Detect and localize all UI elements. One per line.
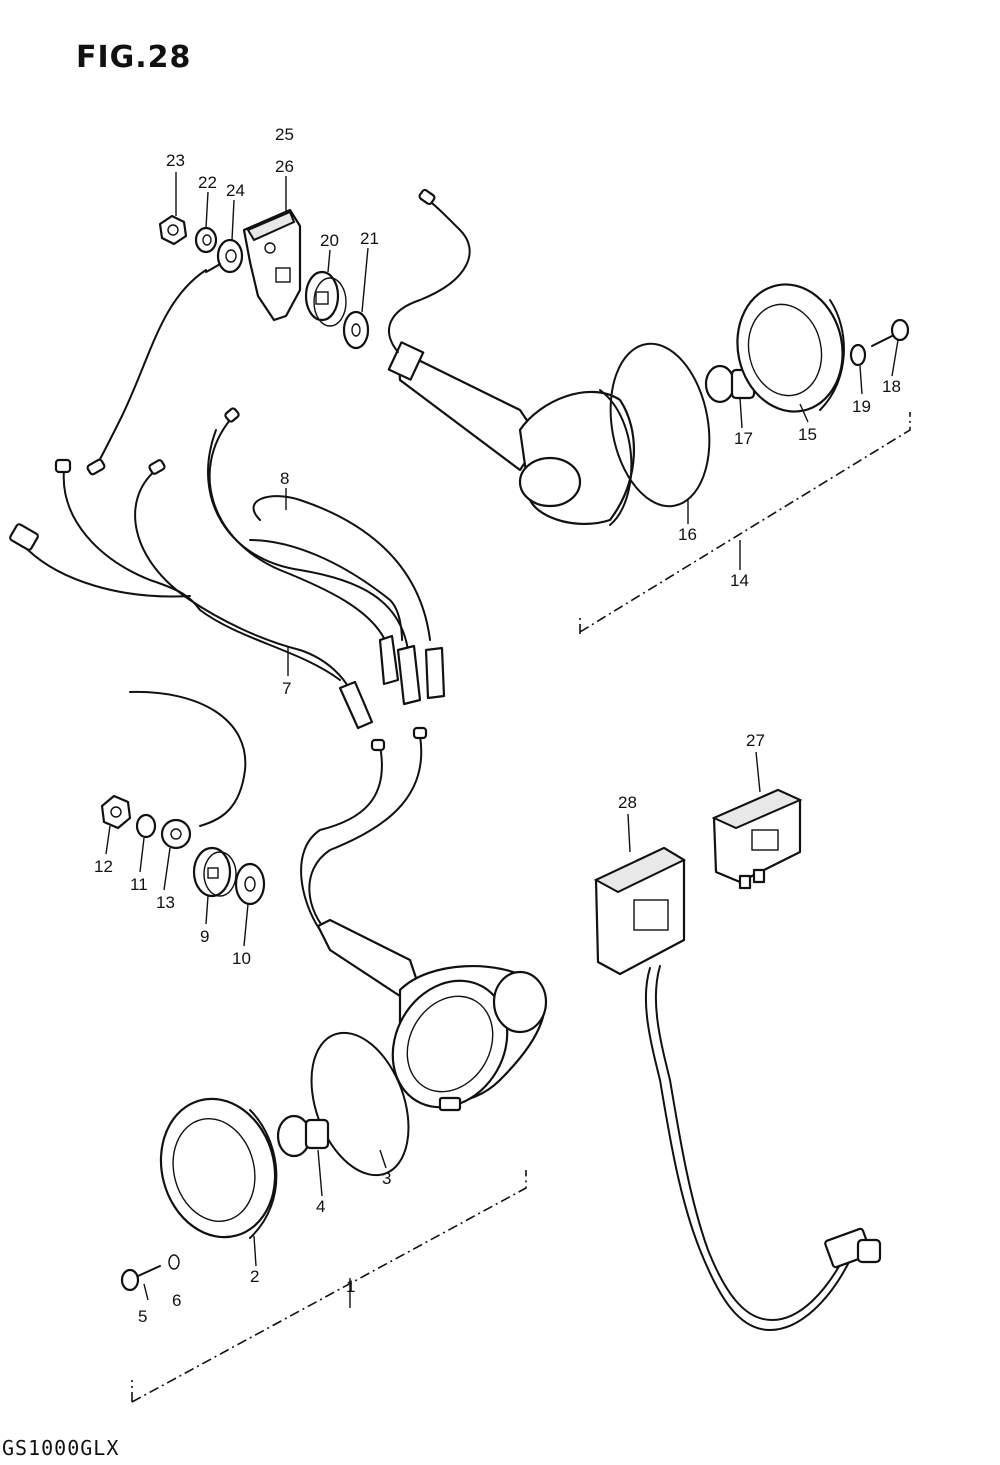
washer-21-icon — [342, 310, 370, 350]
grommet-9-icon — [192, 846, 237, 898]
washer-19-icon — [849, 343, 867, 367]
callout-2: 2 — [250, 1267, 259, 1286]
callout-26: 26 — [275, 157, 294, 176]
callout-10: 10 — [232, 949, 251, 968]
lock-washer-11-icon — [135, 813, 157, 839]
screw-5-icon — [120, 1254, 180, 1292]
lens-2-icon — [159, 1097, 278, 1239]
gasket-16-icon — [609, 342, 711, 508]
leader-lines — [105, 172, 899, 1308]
wire-harness-7-8 — [9, 269, 446, 730]
callout-4: 4 — [316, 1197, 325, 1216]
ground-terminal-13-icon — [160, 818, 192, 850]
figure-title: FIG.28 — [76, 40, 192, 75]
lens-15-icon — [736, 283, 845, 413]
grommet-20-icon — [304, 270, 347, 327]
callout-8: 8 — [280, 469, 289, 488]
lower-housing-icon — [316, 918, 548, 1112]
callout-23: 23 — [166, 151, 185, 170]
upper-wire — [388, 199, 471, 353]
group-bracket-1 — [131, 1170, 527, 1403]
callout-22: 22 — [198, 173, 217, 192]
nut-12-icon — [100, 794, 132, 830]
callout-21: 21 — [360, 229, 379, 248]
callout-24: 24 — [226, 181, 245, 200]
callout-9: 9 — [200, 927, 209, 946]
callout-6: 6 — [172, 1291, 181, 1310]
callout-19: 19 — [852, 397, 871, 416]
lower-signal-assembly — [100, 690, 548, 1292]
upper-signal-assembly — [158, 188, 910, 526]
callout-27: 27 — [746, 731, 765, 750]
lock-washer-22-icon — [194, 226, 218, 254]
bulb-4-icon — [276, 1114, 330, 1158]
screw-18-icon — [871, 318, 910, 347]
ground-terminal-24-icon — [205, 238, 244, 274]
callout-17: 17 — [734, 429, 753, 448]
washer-10-icon — [234, 862, 266, 906]
callout-7: 7 — [282, 679, 291, 698]
model-code: GS1000GLX — [2, 1436, 120, 1460]
callout-16: 16 — [678, 525, 697, 544]
upper-housing-icon — [387, 341, 635, 526]
nut-23-icon — [158, 214, 188, 246]
bracket-25-26-icon — [242, 208, 302, 322]
group-bracket-14 — [579, 412, 911, 634]
callout-3: 3 — [382, 1169, 391, 1188]
callout-28: 28 — [618, 793, 637, 812]
callout-labels: 23 22 24 25 26 20 21 18 19 17 15 16 14 8… — [94, 125, 901, 1326]
callout-12: 12 — [94, 857, 113, 876]
relay-27-icon — [711, 788, 803, 890]
relay-28-icon — [593, 846, 882, 1331]
callout-11: 11 — [130, 875, 148, 894]
callout-13: 13 — [156, 893, 175, 912]
callout-15: 15 — [798, 425, 817, 444]
callout-20: 20 — [320, 231, 339, 250]
callout-1: 1 — [346, 1277, 355, 1296]
callout-14: 14 — [730, 571, 749, 590]
callout-5: 5 — [138, 1307, 147, 1326]
callout-25: 25 — [275, 125, 294, 144]
callout-18: 18 — [882, 377, 901, 396]
